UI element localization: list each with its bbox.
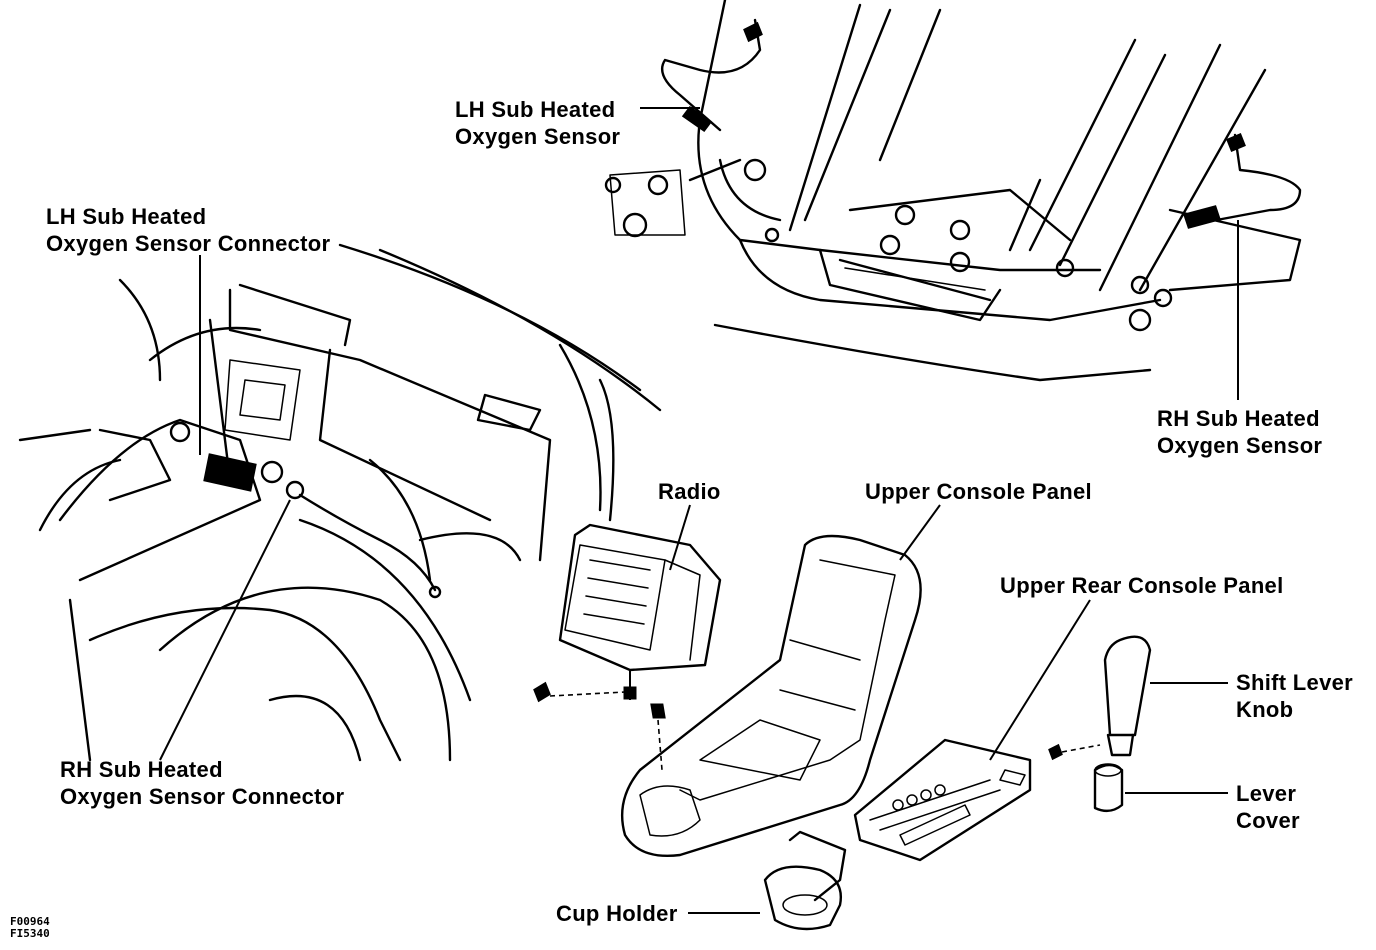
label-upper-console-panel: Upper Console Panel [865, 478, 1092, 505]
label-rh-sub-heated-oxygen-sensor-connector: RH Sub Heated Oxygen Sensor Connector [60, 756, 344, 810]
cup-holder-drawing [763, 830, 847, 931]
label-radio: Radio [658, 478, 721, 505]
label-line: RH Sub Heated [1157, 406, 1320, 431]
label-line: Radio [658, 479, 721, 504]
label-line: Upper Console Panel [865, 479, 1092, 504]
radio-drawing [533, 523, 722, 771]
label-line: Oxygen Sensor [1157, 433, 1323, 458]
figure-code: F00964 FI5340 [10, 916, 50, 940]
shift-knob-drawing [1048, 635, 1152, 761]
label-line: Knob [1236, 697, 1294, 722]
label-line: Shift Lever [1236, 670, 1353, 695]
upper-rear-console-panel-drawing [853, 738, 1032, 862]
figure-code-line: F00964 [10, 915, 50, 928]
lever-cover-drawing [1093, 763, 1124, 813]
label-line: Cup Holder [556, 901, 678, 926]
label-lever-cover: Lever Cover [1236, 780, 1300, 834]
label-line: Oxygen Sensor Connector [60, 784, 345, 809]
label-line: LH Sub Heated [46, 204, 207, 229]
figure-code-line: FI5340 [10, 927, 50, 940]
label-upper-rear-console-panel: Upper Rear Console Panel [1000, 572, 1284, 599]
label-line: Upper Rear Console Panel [1000, 573, 1284, 598]
label-lh-sub-heated-oxygen-sensor-connector: LH Sub Heated Oxygen Sensor Connector [46, 203, 330, 257]
label-line: RH Sub Heated [60, 757, 223, 782]
label-line: Cover [1236, 808, 1300, 833]
label-line: Oxygen Sensor [455, 124, 621, 149]
label-rh-sub-heated-oxygen-sensor: RH Sub Heated Oxygen Sensor [1157, 405, 1322, 459]
leader-lines [159, 107, 1239, 914]
label-lh-sub-heated-oxygen-sensor: LH Sub Heated Oxygen Sensor [455, 96, 620, 150]
label-line: Oxygen Sensor Connector [46, 231, 331, 256]
label-cup-holder: Cup Holder [556, 900, 678, 927]
label-shift-lever-knob: Shift Lever Knob [1236, 669, 1353, 723]
exhaust-assembly-drawing [604, 0, 1302, 382]
dashboard-interior-drawing [18, 243, 662, 762]
label-line: Lever [1236, 781, 1297, 806]
label-line: LH Sub Heated [455, 97, 616, 122]
upper-console-panel-drawing [621, 534, 922, 857]
